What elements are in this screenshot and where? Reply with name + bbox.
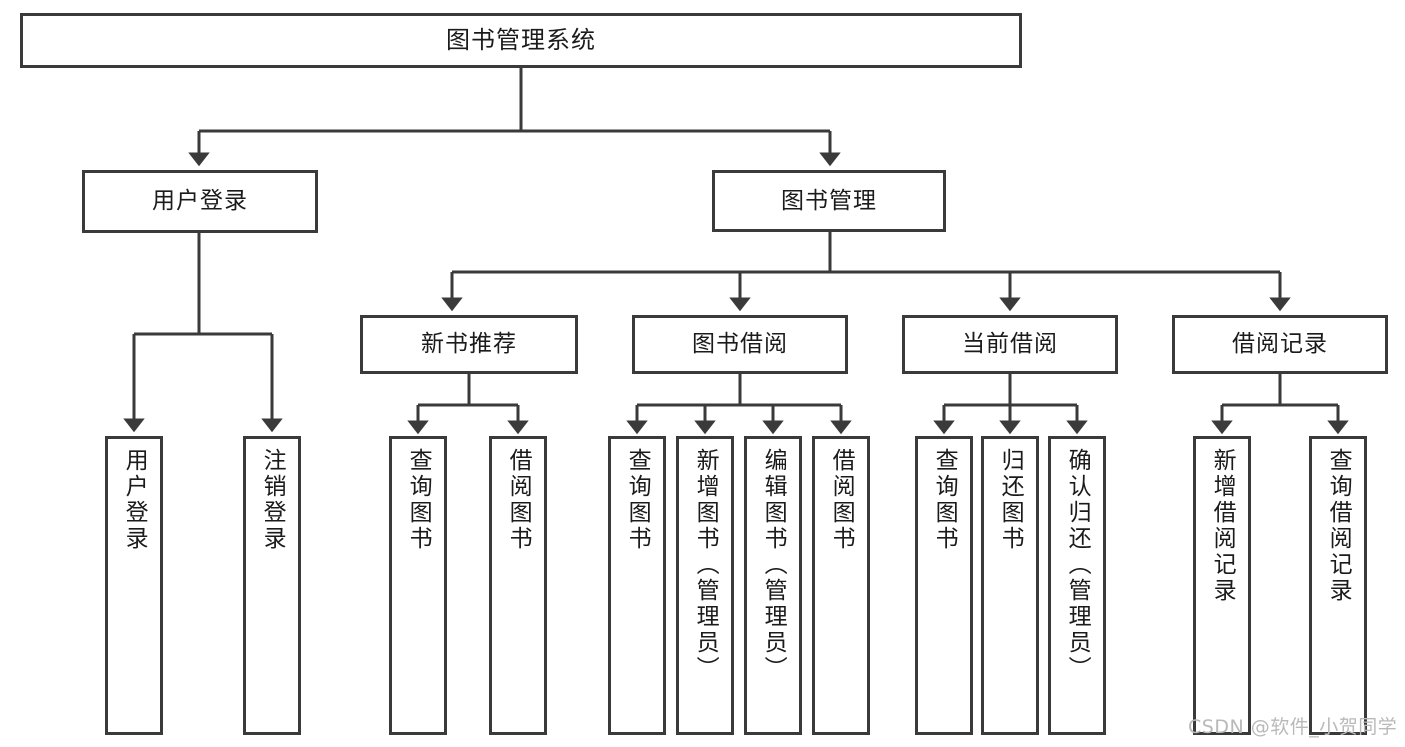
node-label: 用户登录 xyxy=(121,448,148,552)
node-label: 查询图书 xyxy=(405,448,432,552)
node-label: 图书管理 xyxy=(781,187,877,214)
node-user-login[interactable]: 用户登录 xyxy=(82,170,318,233)
node-label: 查询图书 xyxy=(624,448,651,552)
node-label: 查询图书 xyxy=(931,448,958,552)
leaf-logout[interactable]: 注销登录 xyxy=(243,436,301,735)
node-label: 用户登录 xyxy=(152,188,248,215)
node-label: 归还图书 xyxy=(997,448,1024,552)
node-label: 注销登录 xyxy=(259,448,286,552)
node-label: 新增图书（管理员） xyxy=(692,448,719,682)
node-label: 确认归还（管理员） xyxy=(1064,448,1091,682)
leaf-query-borrow-record[interactable]: 查询借阅记录 xyxy=(1309,436,1367,735)
leaf-query-books-borrowing[interactable]: 查询图书 xyxy=(608,436,666,735)
node-label: 借阅图书 xyxy=(828,448,855,552)
leaf-confirm-return-admin[interactable]: 确认归还（管理员） xyxy=(1048,436,1106,735)
node-label: 当前借阅 xyxy=(962,331,1058,358)
node-book-management[interactable]: 图书管理 xyxy=(712,170,946,232)
leaf-add-borrow-record[interactable]: 新增借阅记录 xyxy=(1193,436,1251,735)
node-label: 借阅图书 xyxy=(505,448,532,552)
node-label: 新书推荐 xyxy=(421,331,517,358)
node-label: 借阅记录 xyxy=(1232,331,1328,358)
node-label: 新增借阅记录 xyxy=(1209,448,1236,604)
leaf-return-books[interactable]: 归还图书 xyxy=(981,436,1039,735)
node-root-book-management-system[interactable]: 图书管理系统 xyxy=(20,13,1022,68)
watermark-text: CSDN @软件_小贺同学 xyxy=(1188,716,1398,738)
node-label: 图书借阅 xyxy=(692,331,788,358)
leaf-user-login[interactable]: 用户登录 xyxy=(105,436,163,735)
node-label: 图书管理系统 xyxy=(446,25,596,54)
leaf-borrow-books-recommend[interactable]: 借阅图书 xyxy=(489,436,547,735)
node-new-book-recommendation[interactable]: 新书推荐 xyxy=(360,315,578,374)
leaf-edit-book-admin[interactable]: 编辑图书（管理员） xyxy=(744,436,802,735)
node-label: 查询借阅记录 xyxy=(1325,448,1352,604)
leaf-add-book-admin[interactable]: 新增图书（管理员） xyxy=(676,436,734,735)
leaf-borrow-books-borrowing[interactable]: 借阅图书 xyxy=(812,436,870,735)
node-book-borrowing[interactable]: 图书借阅 xyxy=(632,315,848,374)
node-borrowing-records[interactable]: 借阅记录 xyxy=(1172,315,1388,374)
leaf-query-books-current[interactable]: 查询图书 xyxy=(915,436,973,735)
node-current-borrowing[interactable]: 当前借阅 xyxy=(902,315,1118,374)
leaf-query-books-recommend[interactable]: 查询图书 xyxy=(389,436,447,735)
node-label: 编辑图书（管理员） xyxy=(760,448,787,682)
